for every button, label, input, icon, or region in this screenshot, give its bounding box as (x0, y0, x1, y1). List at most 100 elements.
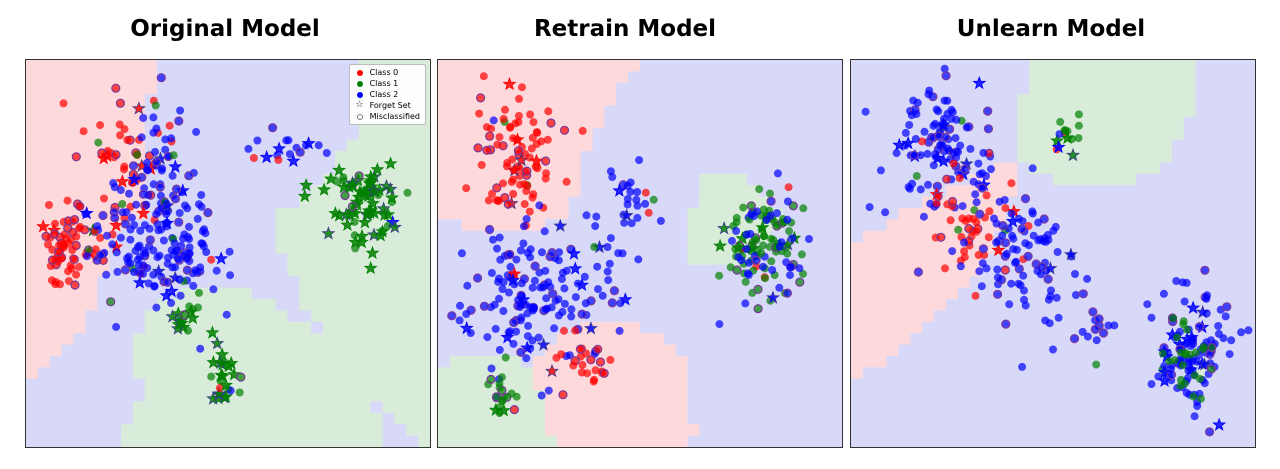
region-cell (461, 94, 475, 107)
data-point (634, 255, 643, 264)
forget-set-point (357, 215, 372, 229)
region-cell (299, 230, 312, 243)
data-point (167, 299, 176, 307)
region-cell (156, 390, 170, 403)
region-cell (675, 173, 689, 186)
data-point (591, 366, 600, 375)
misclassified-point (1043, 274, 1053, 284)
region-cell (723, 173, 736, 186)
data-point (162, 199, 171, 208)
region-cell (299, 401, 312, 414)
region-cell (544, 264, 558, 277)
region-cell (723, 196, 736, 209)
region-cell (263, 401, 277, 414)
region-cell (782, 355, 796, 368)
region-cell (521, 287, 534, 300)
region-cell (604, 219, 617, 232)
region-cell (946, 367, 959, 380)
data-point (562, 177, 571, 186)
class0-dot-icon (356, 69, 363, 76)
region-cell (1183, 378, 1197, 391)
region-cell (1005, 264, 1018, 277)
region-cell (794, 196, 807, 209)
region-cell (168, 94, 182, 107)
region-cell (874, 412, 888, 425)
region-cell (675, 333, 689, 346)
region-cell (782, 299, 796, 312)
region-cell (275, 82, 289, 95)
misclassified-point (1194, 322, 1205, 332)
region-cell (874, 344, 888, 357)
region-cell (228, 105, 241, 118)
region-cell (358, 151, 372, 164)
forget-set-point (567, 246, 582, 260)
class1-dot-icon (356, 80, 363, 87)
region-cell (438, 264, 451, 277)
region-cell (568, 139, 582, 152)
region-cell (1195, 242, 1209, 255)
region-cell (180, 355, 193, 368)
region-cell (1005, 253, 1018, 266)
misclassified-point (530, 261, 540, 271)
region-cell (723, 116, 736, 129)
region-cell (699, 390, 712, 403)
region-cell (121, 82, 134, 95)
region-cell (663, 333, 677, 346)
region-cell (874, 196, 888, 209)
misclassified-point (1017, 224, 1027, 234)
data-point (167, 134, 176, 143)
region-cell (382, 173, 395, 186)
region-cell (910, 128, 923, 141)
data-point (113, 267, 122, 276)
region-cell (1243, 253, 1255, 266)
region-cell (73, 287, 87, 300)
region-cell (132, 219, 146, 232)
region-cell (334, 287, 348, 300)
region-cell (981, 344, 995, 357)
region-cell (180, 401, 193, 414)
region-cell (1064, 264, 1078, 277)
region-cell (370, 401, 384, 414)
region-cell (981, 321, 995, 334)
region-cell (758, 139, 772, 152)
region-cell (370, 276, 384, 289)
region-cell (323, 378, 336, 391)
region-cell (782, 378, 796, 391)
data-point (1056, 117, 1065, 126)
region-cell (509, 219, 522, 232)
region-cell (758, 378, 772, 391)
region-cell (263, 60, 277, 72)
region-cell (663, 82, 677, 95)
region-cell (418, 287, 430, 300)
region-cell (806, 321, 819, 334)
region-cell (651, 94, 665, 107)
region-cell (1076, 264, 1090, 277)
data-point (491, 324, 500, 333)
region-cell (311, 116, 324, 129)
region-cell (49, 424, 63, 437)
region-cell (723, 344, 736, 357)
region-cell (628, 390, 641, 403)
region-cell (49, 355, 63, 368)
data-point (541, 266, 550, 275)
region-cell (346, 253, 360, 266)
region-cell (969, 71, 983, 84)
region-cell (204, 299, 217, 312)
data-point (633, 213, 642, 222)
region-cell (580, 230, 594, 243)
data-point (987, 165, 995, 174)
region-cell (794, 378, 807, 391)
region-cell (438, 333, 451, 346)
region-cell (851, 94, 864, 107)
region-cell (1207, 390, 1220, 403)
region-cell (533, 173, 546, 186)
region-cell (1088, 390, 1102, 403)
data-point (715, 320, 724, 329)
region-cell (604, 196, 617, 209)
region-cell (568, 71, 582, 84)
data-point (72, 270, 81, 279)
region-cell (311, 321, 324, 334)
region-cell (746, 139, 760, 152)
region-cell (556, 173, 570, 186)
region-cell (394, 185, 407, 198)
